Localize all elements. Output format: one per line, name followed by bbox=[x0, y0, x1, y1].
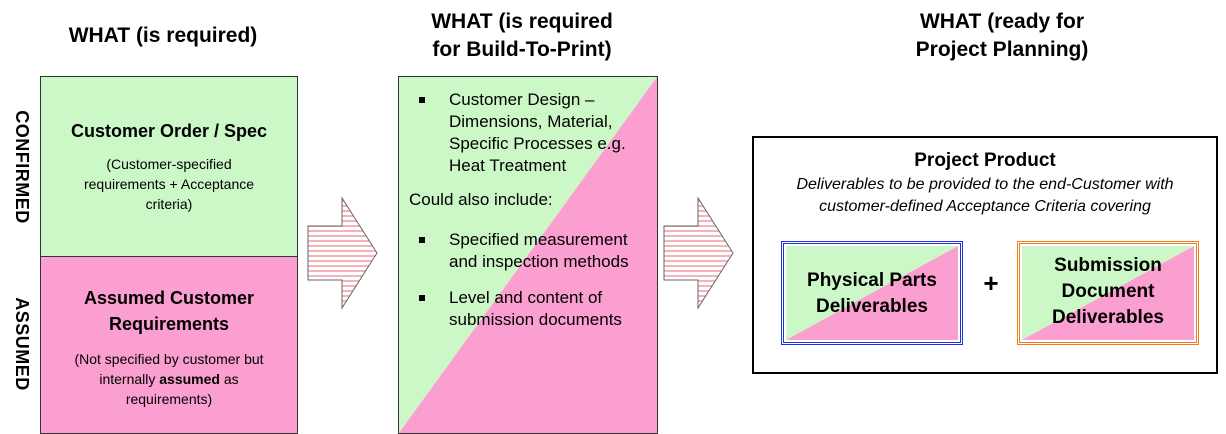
desc-line: requirements + Acceptance bbox=[83, 176, 255, 192]
side-label-confirmed: CONFIRMED bbox=[12, 110, 32, 224]
diagonal-split-background bbox=[786, 246, 958, 340]
customer-order-spec-title: Customer Order / Spec bbox=[70, 121, 268, 141]
project-product-box: Project Product Deliverables to be provi… bbox=[752, 136, 1218, 374]
heading-what-build-to-print: WHAT (is required for Build-To-Print) bbox=[380, 8, 664, 64]
list-item: Specified measurement and inspection met… bbox=[409, 229, 647, 273]
arrow-right-icon bbox=[663, 196, 734, 310]
physical-parts-label: Physical Parts Deliverables bbox=[784, 268, 960, 320]
heading-what-project-planning: WHAT (ready for Project Planning) bbox=[860, 8, 1144, 64]
assumed-requirements-title: Assumed Customer Requirements bbox=[41, 285, 297, 337]
submission-document-label: Submission Document Deliverables bbox=[1020, 253, 1196, 331]
plus-sign: + bbox=[983, 268, 999, 298]
bullet-icon bbox=[419, 295, 425, 301]
desc-line: Deliverables to be provided to the end-C… bbox=[796, 176, 1174, 193]
title-line: Assumed Customer bbox=[83, 288, 255, 308]
desc-line: criteria) bbox=[145, 196, 193, 212]
desc-line: (Not specified by customer but bbox=[74, 351, 264, 367]
desc-text: as bbox=[219, 371, 239, 387]
bullet-text: Customer Design – Dimensions, Material, … bbox=[449, 90, 626, 175]
bullet-icon bbox=[419, 97, 425, 103]
submission-document-deliverables-box: Submission Document Deliverables bbox=[1017, 241, 1199, 345]
customer-order-spec-box: Customer Order / Spec (Customer-specifie… bbox=[40, 76, 298, 257]
physical-parts-deliverables-box: Physical Parts Deliverables bbox=[781, 241, 963, 345]
list-item: Level and content of submission document… bbox=[409, 287, 647, 331]
build-to-print-box: Customer Design – Dimensions, Material, … bbox=[398, 76, 658, 434]
bullet-list: Specified measurement and inspection met… bbox=[409, 229, 647, 331]
desc-line: (Customer-specified bbox=[106, 156, 232, 172]
label-line: Deliverables bbox=[1052, 307, 1164, 328]
desc-line: customer-defined Acceptance Criteria cov… bbox=[819, 198, 1151, 215]
assumed-requirements-box: Assumed Customer Requirements (Not speci… bbox=[40, 256, 298, 434]
bullet-icon bbox=[419, 237, 425, 243]
label-line: Document bbox=[1061, 281, 1155, 302]
heading-line: for Build-To-Print) bbox=[432, 38, 612, 61]
label-line: Submission bbox=[1054, 255, 1162, 276]
project-product-title: Project Product bbox=[914, 150, 1056, 171]
heading-line: WHAT (ready for bbox=[919, 10, 1085, 33]
label-line: Physical Parts bbox=[807, 270, 937, 291]
desc-line: internally assumed as bbox=[41, 369, 297, 389]
bullet-list: Customer Design – Dimensions, Material, … bbox=[409, 89, 647, 177]
desc-text: internally bbox=[99, 371, 160, 387]
diagonal-split-background bbox=[399, 77, 657, 433]
title-line: Requirements bbox=[108, 314, 230, 334]
arrow-right-icon bbox=[307, 196, 378, 310]
project-product-desc: Deliverables to be provided to the end-C… bbox=[754, 174, 1216, 218]
desc-bold-assumed: assumed bbox=[159, 371, 220, 387]
heading-what-is-required: WHAT (is required) bbox=[68, 24, 258, 47]
desc-line: requirements) bbox=[125, 391, 213, 407]
assumed-requirements-desc: (Not specified by customer but internall… bbox=[41, 349, 297, 409]
heading-line: WHAT (is required bbox=[431, 10, 613, 33]
bullet-text: Level and content of submission document… bbox=[449, 288, 622, 329]
label-line: Deliverables bbox=[816, 296, 928, 317]
build-to-print-content: Customer Design – Dimensions, Material, … bbox=[399, 77, 657, 433]
also-include-label: Could also include: bbox=[409, 190, 553, 209]
list-item: Customer Design – Dimensions, Material, … bbox=[409, 89, 647, 177]
heading-line: Project Planning) bbox=[915, 38, 1089, 61]
side-label-assumed: ASSUMED bbox=[12, 297, 32, 391]
diagonal-split-background bbox=[1022, 246, 1194, 340]
bullet-text: Specified measurement and inspection met… bbox=[449, 230, 629, 271]
customer-order-spec-desc: (Customer-specified requirements + Accep… bbox=[41, 154, 297, 214]
